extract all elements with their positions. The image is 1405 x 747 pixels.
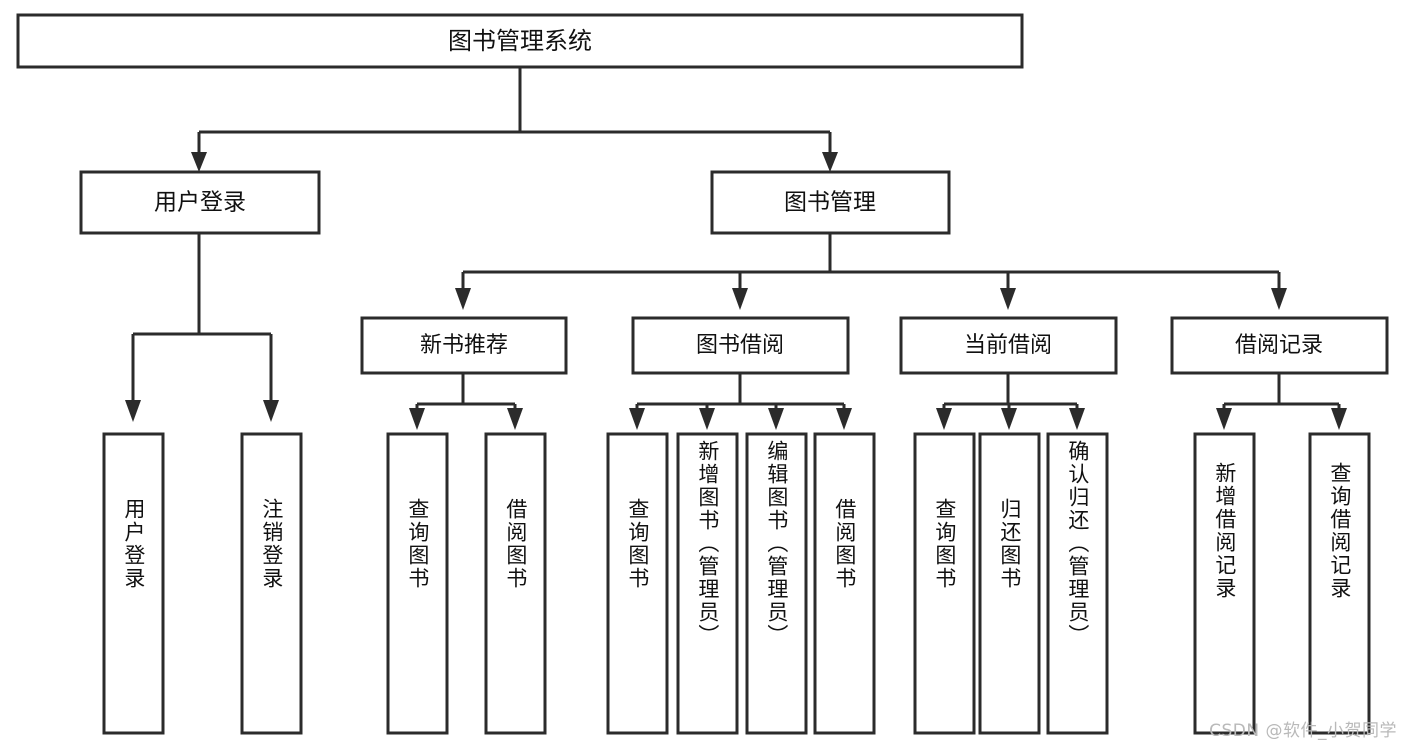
- arrowhead-current-borrow: [1000, 288, 1016, 310]
- node-book-borrow-box[interactable]: [631, 316, 850, 375]
- leaf-edit-book-box[interactable]: [745, 432, 808, 735]
- arrowhead-leaf-borrow-book: [836, 408, 852, 430]
- node-borrow-record-label: 借阅记录: [1235, 333, 1323, 358]
- node-new-book-recommend[interactable]: 新书推荐: [360, 316, 568, 375]
- arrowhead-leaf-query-record: [1331, 408, 1347, 430]
- arrowhead-leaf-query-book-rec: [409, 408, 425, 430]
- leaf-add-book-box[interactable]: [676, 432, 739, 735]
- node-current-borrow-label: 当前借阅: [964, 333, 1052, 358]
- arrowhead-leaf-user-logout: [263, 400, 279, 422]
- leaf-query-book-borrow-box[interactable]: [606, 432, 669, 735]
- node-book-manage[interactable]: 图书管理: [710, 170, 951, 235]
- arrowhead-leaf-add-book: [699, 408, 715, 430]
- arrowhead-borrow-record: [1271, 288, 1287, 310]
- node-user-login-box[interactable]: [79, 170, 321, 235]
- leaf-borrow-book-box[interactable]: [813, 432, 876, 735]
- leaf-user-logout-box[interactable]: [240, 432, 303, 735]
- leaf-layer: [102, 432, 1371, 735]
- arrowhead-user-login: [191, 152, 207, 172]
- leaf-query-book-rec-box[interactable]: [386, 432, 449, 735]
- node-layer: 图书管理系统 用户登录 图书管理 新书推荐 图书借阅: [16, 13, 1389, 735]
- node-book-borrow[interactable]: 图书借阅: [631, 316, 850, 375]
- arrowhead-leaf-query-book-cur: [936, 408, 952, 430]
- node-book-borrow-label: 图书借阅: [696, 333, 784, 358]
- arrowhead-leaf-query-book-borrow: [629, 408, 645, 430]
- node-root-box[interactable]: [16, 13, 1024, 69]
- arrowhead-leaf-add-record: [1216, 408, 1232, 430]
- node-book-manage-label: 图书管理: [784, 190, 876, 216]
- node-current-borrow[interactable]: 当前借阅: [899, 316, 1118, 375]
- node-current-borrow-box[interactable]: [899, 316, 1118, 375]
- leaf-query-record-box[interactable]: [1308, 432, 1371, 735]
- arrowhead-leaf-borrow-book-rec: [507, 408, 523, 430]
- node-book-manage-box[interactable]: [710, 170, 951, 235]
- leaf-user-login-box[interactable]: [102, 432, 165, 735]
- arrowhead-leaf-confirm-return: [1069, 408, 1085, 430]
- node-borrow-record[interactable]: 借阅记录: [1170, 316, 1389, 375]
- leaf-add-record-box[interactable]: [1193, 432, 1256, 735]
- node-root[interactable]: 图书管理系统: [16, 13, 1024, 69]
- node-user-login-label: 用户登录: [154, 190, 246, 216]
- arrowhead-book-manage: [822, 152, 838, 172]
- leaf-return-book-box[interactable]: [978, 432, 1041, 735]
- arrowhead-leaf-return-book: [1001, 408, 1017, 430]
- arrowhead-new-book-recommend: [455, 288, 471, 310]
- leaf-query-book-cur-box[interactable]: [913, 432, 976, 735]
- node-root-label: 图书管理系统: [448, 27, 592, 55]
- node-borrow-record-box[interactable]: [1170, 316, 1389, 375]
- node-new-book-recommend-label: 新书推荐: [420, 333, 508, 358]
- arrowhead-book-borrow: [732, 288, 748, 310]
- node-new-book-recommend-box[interactable]: [360, 316, 568, 375]
- node-user-login[interactable]: 用户登录: [79, 170, 321, 235]
- csdn-watermark: CSDN @软件_小贺同学: [1209, 721, 1397, 741]
- connector-layer: [125, 67, 1347, 430]
- leaf-confirm-return-box[interactable]: [1046, 432, 1109, 735]
- arrowhead-leaf-user-login: [125, 400, 141, 422]
- leaf-borrow-book-rec-box[interactable]: [484, 432, 547, 735]
- arrowhead-leaf-edit-book: [768, 408, 784, 430]
